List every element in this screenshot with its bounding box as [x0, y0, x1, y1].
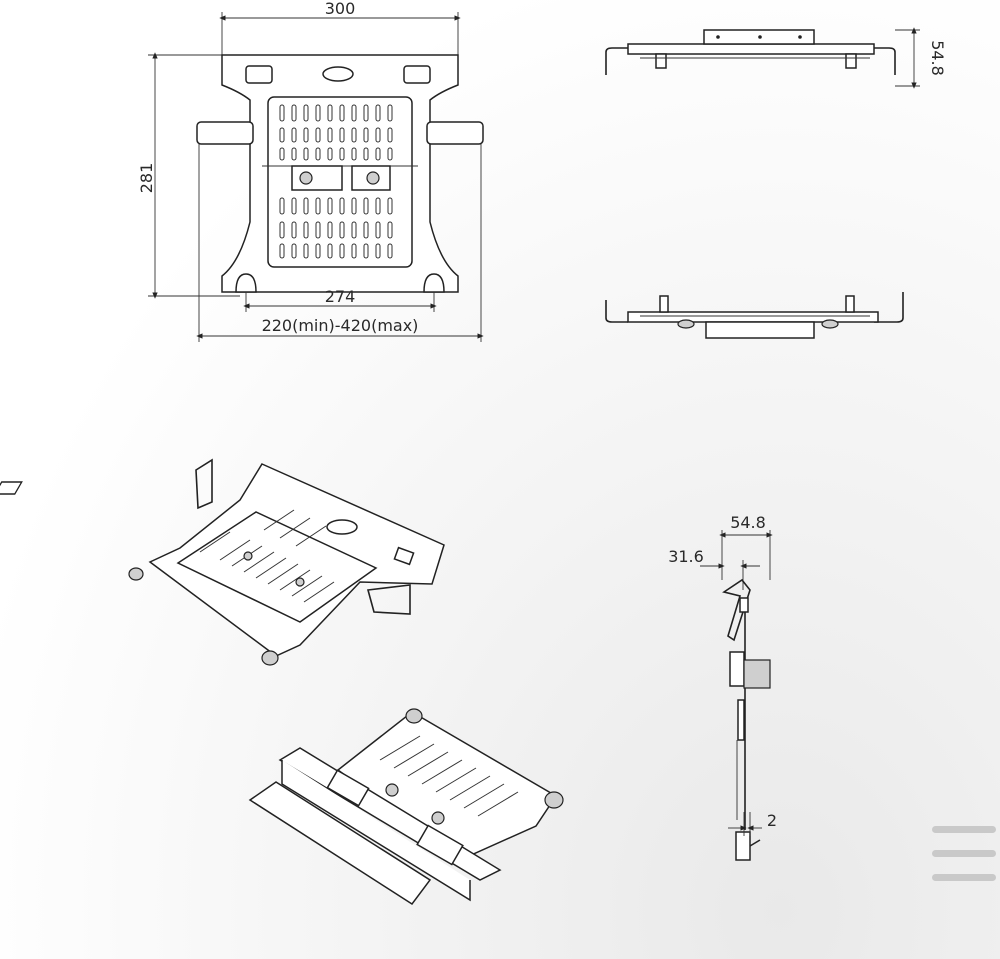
isometric-view-top — [0, 458, 445, 666]
side-view-bottom — [605, 292, 904, 339]
dim-300: 300 — [325, 0, 356, 18]
isometric-view-bottom — [248, 708, 564, 906]
side-view-top: 54.8 — [605, 27, 947, 89]
dim-profile-thickness: 2 — [767, 811, 777, 830]
profile-view: 54.8 31.6 2 — [668, 513, 777, 861]
dim-profile-total: 54.8 — [730, 513, 766, 532]
dim-274: 274 — [325, 287, 356, 306]
hamburger-menu-icon[interactable] — [928, 822, 1000, 886]
dim-side-height: 54.8 — [928, 40, 947, 76]
dim-profile-offset: 31.6 — [668, 547, 704, 566]
front-view: 300 281 — [137, 0, 484, 342]
dim-adjust-range: 220(min)-420(max) — [262, 316, 419, 335]
dim-281: 281 — [137, 163, 156, 194]
